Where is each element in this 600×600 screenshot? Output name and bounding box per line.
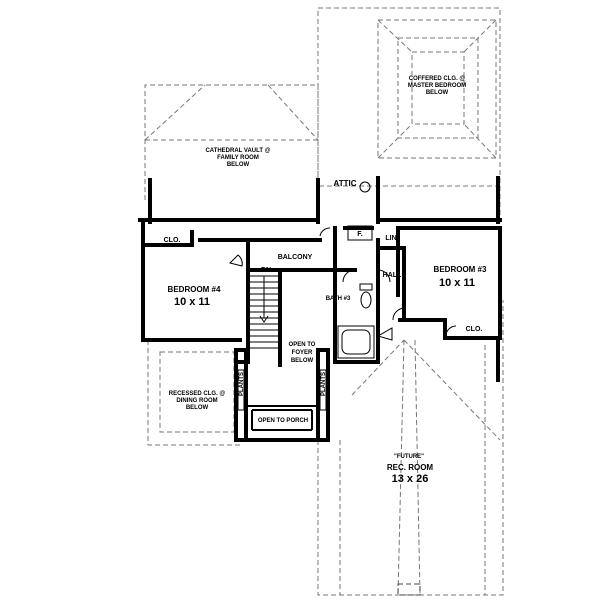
svg-text:FOYER: FOYER bbox=[292, 350, 313, 356]
cathedral-line-1: CATHEDRAL VAULT @ bbox=[205, 148, 270, 154]
rec-room-name: REC. ROOM bbox=[387, 463, 434, 472]
open-foyer-line-2: FOYER bbox=[292, 350, 313, 356]
coffered-line-2: MASTER BEDROOM bbox=[408, 83, 466, 89]
bedroom4-name: BEDROOM #4 bbox=[168, 285, 221, 294]
coffered-line-1: COFFERED CLG. @ bbox=[409, 76, 466, 82]
svg-text:BELOW: BELOW bbox=[291, 358, 314, 364]
clo-left-label: CLO. bbox=[164, 237, 181, 244]
svg-text:MASTER BEDROOM: MASTER BEDROOM bbox=[408, 83, 466, 89]
stair-treads bbox=[250, 275, 278, 349]
balcony-label: BALCONY bbox=[278, 254, 313, 261]
svg-text:CATHEDRAL VAULT @: CATHEDRAL VAULT @ bbox=[205, 148, 270, 154]
open-foyer-line-3: BELOW bbox=[291, 358, 314, 364]
bedroom3-size: 10 x 11 bbox=[439, 277, 475, 289]
room-labels: COFFERED CLG. @ MASTER BEDROOM BELOW CAT… bbox=[164, 76, 487, 485]
recessed-line-3: BELOW bbox=[186, 405, 209, 411]
svg-text:BELOW: BELOW bbox=[426, 90, 449, 96]
fixtures bbox=[229, 181, 457, 411]
bedroom3-name: BEDROOM #3 bbox=[434, 265, 487, 274]
svg-text:DINING ROOM: DINING ROOM bbox=[176, 398, 217, 404]
svg-text:BELOW: BELOW bbox=[186, 405, 209, 411]
bath3-label: BATH #3 bbox=[326, 296, 351, 302]
plants-left-label: PLANTS bbox=[239, 372, 245, 396]
lin-label: LIN bbox=[385, 235, 396, 242]
cathedral-line-2: FAMILY ROOM bbox=[217, 155, 259, 161]
rec-room-size: 13 x 26 bbox=[392, 473, 429, 485]
lower-level-outlines bbox=[144, 7, 504, 596]
open-porch-label: OPEN TO PORCH bbox=[258, 418, 308, 424]
recessed-line-1: RECESSED CLG. @ bbox=[169, 391, 226, 397]
future-label: "FUTURE" bbox=[394, 454, 424, 460]
svg-text:BELOW: BELOW bbox=[227, 162, 250, 168]
open-foyer-line-1: OPEN TO bbox=[289, 342, 316, 348]
hall-label: HALL bbox=[383, 272, 402, 279]
coffered-line-3: BELOW bbox=[426, 90, 449, 96]
plants-right-label: PLANTS bbox=[321, 372, 327, 396]
clo-right-label: CLO. bbox=[466, 326, 483, 333]
cathedral-line-3: BELOW bbox=[227, 162, 250, 168]
attic-label: ATTIC bbox=[334, 179, 357, 188]
recessed-line-2: DINING ROOM bbox=[176, 398, 217, 404]
bedroom4-size: 10 x 11 bbox=[174, 296, 210, 308]
walls bbox=[138, 176, 502, 442]
svg-text:COFFERED CLG. @: COFFERED CLG. @ bbox=[409, 76, 466, 82]
svg-text:OPEN TO: OPEN TO bbox=[289, 342, 316, 348]
svg-text:FAMILY ROOM: FAMILY ROOM bbox=[217, 155, 259, 161]
svg-text:RECESSED CLG. @: RECESSED CLG. @ bbox=[169, 391, 226, 397]
dn-label: DN bbox=[261, 267, 271, 274]
f-label: F. bbox=[357, 231, 363, 238]
